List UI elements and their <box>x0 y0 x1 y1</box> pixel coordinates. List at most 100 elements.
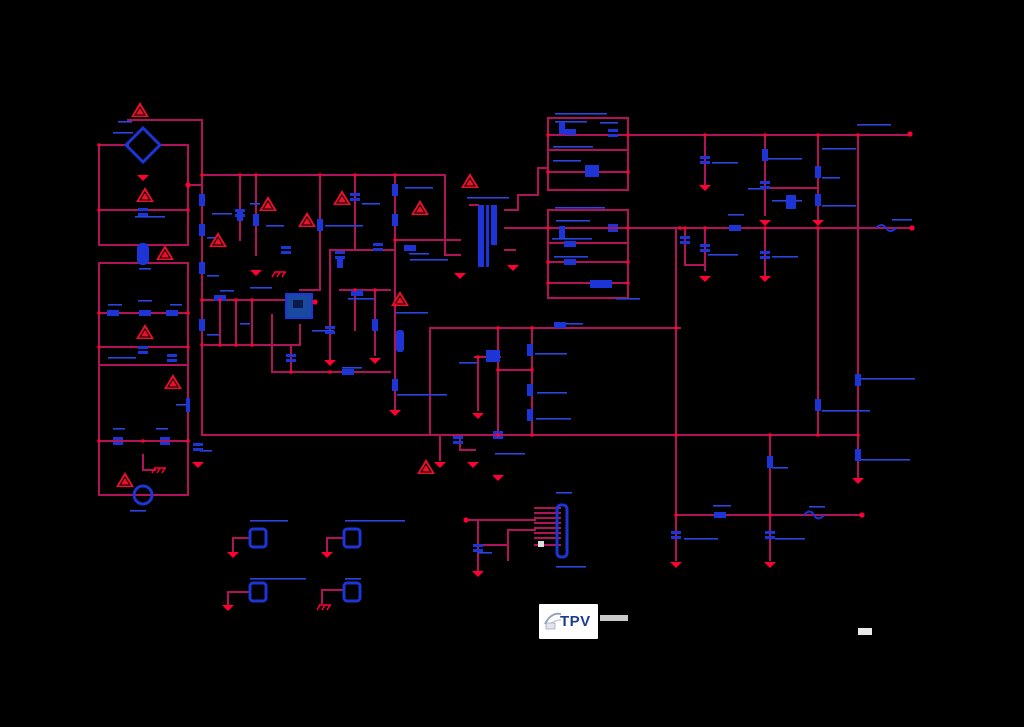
capacitor-plate-16 <box>760 256 770 259</box>
resistor-v9 <box>392 214 398 226</box>
component-label-16 <box>250 203 260 205</box>
output-diode-icon <box>786 195 796 209</box>
page-number-block <box>858 628 872 635</box>
junction-dot-8 <box>393 173 397 177</box>
optocoupler-icon <box>486 350 500 362</box>
junction-dot-4 <box>238 173 242 177</box>
component-label-27 <box>459 362 477 364</box>
ground-icon-14 <box>812 220 824 226</box>
component-label-11 <box>130 510 146 512</box>
junction-dot-56 <box>546 170 550 174</box>
warning-triangle-inner <box>420 463 432 473</box>
capacitor-6 <box>281 246 291 249</box>
capacitor-0 <box>138 208 148 211</box>
rectifier-diode-2-icon <box>590 280 612 288</box>
ground-icon-7 <box>507 265 519 271</box>
option-jumper-3 <box>342 581 362 603</box>
junction-dot-19 <box>353 288 357 292</box>
thermistor-icon <box>132 484 154 506</box>
resistor-v22 <box>559 122 565 134</box>
ground-icon-8 <box>467 462 479 468</box>
resistor-h5 <box>342 369 354 375</box>
choke-inductor-icon <box>396 330 404 352</box>
component-label-15 <box>207 334 219 336</box>
resistor-v5 <box>253 214 259 226</box>
component-label-67 <box>200 450 212 452</box>
logo-caption-block <box>600 615 628 621</box>
warning-triangle-body <box>131 102 149 117</box>
resistor-h6 <box>404 245 416 251</box>
component-label-19 <box>362 203 380 205</box>
junction-dot-62 <box>683 226 687 230</box>
warning-triangle-body <box>298 212 316 227</box>
ground-icon-16 <box>759 276 771 282</box>
junction-dot-3 <box>200 173 204 177</box>
junction-dot-39 <box>530 433 534 437</box>
resistor-h3 <box>214 295 226 301</box>
warning-triangle-icon-2 <box>156 245 174 260</box>
junction-dot-50 <box>97 439 101 443</box>
junction-dot-7 <box>353 173 357 177</box>
capacitor-plate-0 <box>138 213 148 216</box>
capacitor-25 <box>608 224 618 227</box>
ground-icon-19 <box>764 562 776 568</box>
connector-pin-1-marker <box>538 541 544 547</box>
capacitor-plate-5 <box>235 214 245 217</box>
junction-dot-12 <box>250 298 254 302</box>
chassis-ground-icon-0 <box>271 271 286 278</box>
capacitor-1 <box>138 346 148 349</box>
component-label-32 <box>555 121 587 123</box>
component-label-24 <box>342 367 362 369</box>
warning-triangle-inner <box>167 378 179 388</box>
option-jumper-2 <box>248 581 268 603</box>
capacitor-plate-20 <box>493 436 503 439</box>
resistor-v15 <box>762 149 768 161</box>
wire-29 <box>394 174 461 241</box>
junction-dot-20 <box>373 288 377 292</box>
junction-dot-28 <box>856 133 860 137</box>
capacitor-plate-18 <box>765 536 775 539</box>
junction-dot-11 <box>234 298 238 302</box>
component-label-53 <box>772 467 788 469</box>
warning-triangle-icon-0 <box>131 102 149 117</box>
junction-dot-1 <box>97 208 101 212</box>
capacitor-plate-3 <box>113 442 123 445</box>
junction-dot-55 <box>530 368 534 372</box>
resistor-v16 <box>815 166 821 178</box>
ground-icon-11 <box>192 462 204 468</box>
component-label-12 <box>212 213 232 215</box>
ground-icon-5 <box>472 413 484 419</box>
wire-45 <box>547 209 629 299</box>
resistor-h9 <box>729 225 741 231</box>
component-label-41 <box>712 162 738 164</box>
transformer-core <box>486 205 489 267</box>
wire-56 <box>684 227 706 266</box>
component-label-60 <box>478 552 492 554</box>
ground-icon-17 <box>852 478 864 484</box>
warning-triangle-icon-11 <box>411 200 429 215</box>
warning-triangle-body <box>116 472 134 487</box>
warning-triangle-icon-12 <box>391 291 409 306</box>
capacitor-plate-8 <box>325 331 335 334</box>
capacitor-16 <box>760 251 770 254</box>
capacitor-12 <box>700 156 710 159</box>
component-label-13 <box>207 237 221 239</box>
ground-icon-20 <box>472 571 484 577</box>
junction-dot-18 <box>328 370 332 374</box>
junction-dot-9 <box>200 298 204 302</box>
warning-triangle-inner <box>336 194 348 204</box>
resistor-v0 <box>199 194 205 206</box>
component-label-25 <box>396 312 428 314</box>
ground-icon-4 <box>389 410 401 416</box>
component-label-7 <box>170 304 182 306</box>
ground-icon-0 <box>137 175 149 181</box>
component-label-39 <box>600 122 618 124</box>
ground-icon-1 <box>250 270 262 276</box>
switch-icon <box>186 398 190 412</box>
component-label-22 <box>410 259 448 261</box>
component-label-51 <box>822 410 870 412</box>
warning-triangle-inner <box>301 216 313 226</box>
warning-triangle-icon-7 <box>259 196 277 211</box>
capacitor-18 <box>765 531 775 534</box>
component-label-63 <box>250 520 288 522</box>
